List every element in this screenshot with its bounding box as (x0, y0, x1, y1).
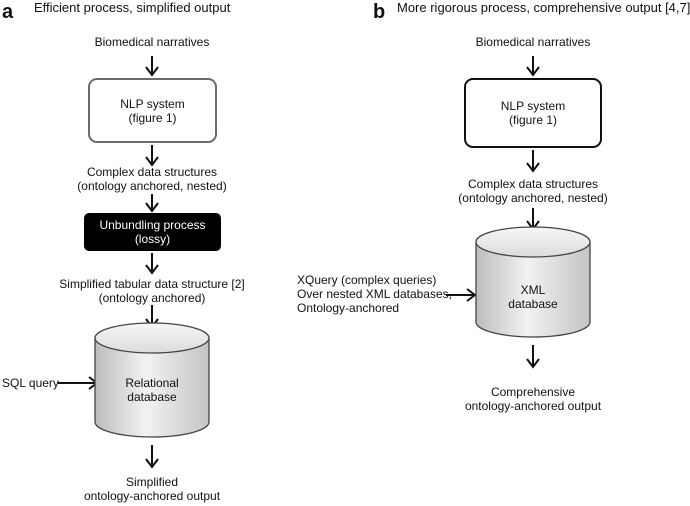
panel-a-unbundling-line2: (lossy) (134, 232, 171, 246)
panel-a-title: Efficient process, simplified output (34, 0, 231, 15)
arrow-b-nlp-to-complex (526, 150, 540, 173)
panel-a-unbundling-line1: Unbundling process (99, 218, 206, 232)
flow-diagram (58, 56, 591, 469)
panel-a-complex-line1: Complex data structures (86, 165, 218, 179)
panel-b-xquery-label: XQuery (complex queries) Over nested XML… (297, 273, 452, 315)
panel-a-complex-label: Complex data structures (ontology anchor… (42, 165, 262, 193)
panel-a-simplified-line1: Simplified tabular data structure [2] (59, 277, 245, 291)
panel-b-output-line1: Comprehensive (490, 385, 576, 399)
panel-b-database-label: XML database (476, 283, 590, 311)
panel-a-sql-query-label: SQL query (2, 376, 59, 390)
panel-b-output-label: Comprehensive ontology-anchored output (433, 385, 633, 413)
panel-a-complex-line2: (ontology anchored, nested) (77, 179, 227, 193)
arrow-a-complex-to-unbundling (145, 194, 159, 213)
panel-b-title: More rigorous process, comprehensive out… (397, 0, 690, 15)
arrow-a-unbundling-to-simplified (145, 253, 159, 275)
arrow-b-database-to-output (526, 345, 540, 369)
panel-a-simplified-line2: (ontology anchored) (98, 291, 206, 305)
panel-a-database-line2: database (127, 390, 177, 404)
panel-b-xquery-line2: Over nested XML databases, (297, 287, 452, 301)
relational-database-cylinder (94, 322, 210, 438)
panel-b-nlp-line1: NLP system (500, 99, 566, 113)
panel-a-input-label: Biomedical narratives (94, 35, 210, 49)
panel-a-simplified-label: Simplified tabular data structure [2] (o… (22, 277, 282, 305)
panel-a-nlp-box: NLP system (figure 1) (88, 78, 217, 143)
panel-b-complex-label: Complex data structures (ontology anchor… (423, 177, 643, 205)
panel-b-nlp-line2: (figure 1) (508, 113, 558, 127)
arrow-a-sql-to-database (58, 376, 99, 390)
panel-b-nlp-box: NLP system (figure 1) (464, 78, 602, 148)
arrow-a-database-to-output (145, 445, 159, 469)
panel-a-output-label: Simplified ontology-anchored output (52, 475, 252, 503)
panel-b-input-label: Biomedical narratives (475, 35, 591, 49)
panel-a-unbundling-box: Unbundling process (lossy) (84, 213, 221, 251)
panel-b-output-line2: ontology-anchored output (464, 399, 602, 413)
xml-database-cylinder (475, 226, 591, 338)
panel-a-output-line1: Simplified (125, 475, 179, 489)
arrow-a-narratives-to-nlp (145, 56, 159, 77)
panel-b-letter: b (373, 1, 386, 23)
panel-b-xquery-line3: Ontology-anchored (297, 301, 400, 315)
arrow-b-narratives-to-nlp (526, 56, 540, 77)
panel-a-output-line2: ontology-anchored output (83, 489, 221, 503)
panel-b-xquery-line1: XQuery (complex queries) (297, 273, 437, 287)
arrow-b-xquery-to-database (446, 288, 477, 302)
panel-a-database-label: Relational database (95, 376, 209, 404)
arrow-a-nlp-to-complex (145, 145, 159, 167)
panel-a-nlp-line1: NLP system (120, 96, 185, 111)
panel-b-database-line2: database (508, 297, 558, 311)
panel-a-database-line1: Relational (125, 376, 179, 390)
panel-b-complex-line1: Complex data structures (467, 177, 599, 191)
arrow-b-complex-to-database (526, 208, 540, 231)
panel-b-database-line1: XML (520, 283, 546, 297)
panel-b-complex-line2: (ontology anchored, nested) (458, 191, 608, 205)
panel-a-nlp-line2: (figure 1) (128, 110, 177, 125)
panel-a-letter: a (2, 1, 14, 23)
